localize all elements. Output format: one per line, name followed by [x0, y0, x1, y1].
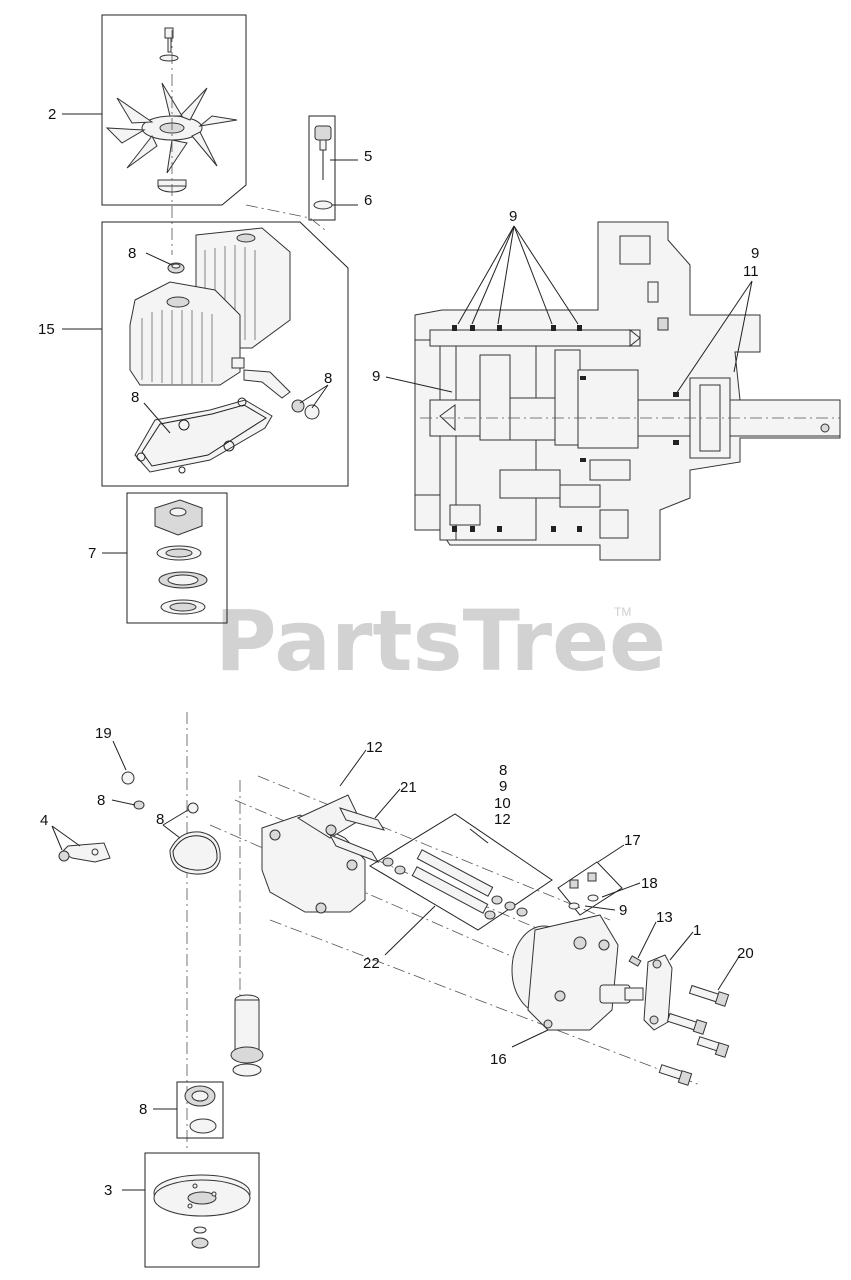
callout-9e[interactable]: 9 — [619, 902, 627, 919]
callout-9-right[interactable]: 9 — [751, 245, 759, 262]
filter-cartridge[interactable] — [230, 994, 264, 1077]
callout-9-top[interactable]: 9 — [509, 208, 517, 225]
leader-8b — [143, 402, 171, 434]
callout-15[interactable]: 15 — [38, 321, 55, 338]
gasket-8e[interactable] — [169, 831, 221, 875]
control-arm-1[interactable] — [643, 954, 673, 1031]
leader-9-11-right — [675, 280, 753, 395]
leader-1 — [669, 931, 694, 961]
callout-17[interactable]: 17 — [624, 832, 641, 849]
callout-11[interactable]: 11 — [743, 263, 759, 280]
leader-18 — [601, 882, 641, 898]
lever-4[interactable] — [58, 842, 111, 863]
callout-7[interactable]: 7 — [88, 545, 96, 562]
fitting-kit-17[interactable] — [557, 861, 623, 916]
callout-1[interactable]: 1 — [693, 922, 701, 939]
key-13[interactable] — [628, 955, 642, 967]
leader-9-left — [385, 376, 453, 393]
leader-8a — [145, 252, 173, 266]
bolts-20[interactable] — [658, 984, 730, 1086]
pulley-3[interactable] — [144, 1152, 260, 1268]
callout-20[interactable]: 20 — [737, 945, 754, 962]
callout-21[interactable]: 21 — [400, 779, 417, 796]
leader-12a — [339, 749, 367, 787]
oring-19[interactable] — [121, 771, 135, 785]
callout-6[interactable]: 6 — [364, 192, 372, 209]
dipstick-assembly[interactable] — [308, 115, 336, 221]
leader-20 — [717, 954, 741, 991]
callout-16[interactable]: 16 — [490, 1051, 507, 1068]
pump-body-16[interactable] — [511, 914, 644, 1031]
callout-12b[interactable]: 12 — [494, 811, 511, 828]
callout-5[interactable]: 5 — [364, 148, 372, 165]
callout-8e[interactable]: 8 — [156, 811, 164, 828]
callout-9d[interactable]: 9 — [499, 778, 507, 795]
leader-9-top — [457, 225, 579, 325]
leader-8e — [162, 809, 189, 839]
callout-19[interactable]: 19 — [95, 725, 112, 742]
bearing-kit-8g[interactable] — [176, 1081, 224, 1139]
callout-4[interactable]: 4 — [40, 812, 48, 829]
leader-16 — [511, 1029, 549, 1048]
center-section-housing[interactable] — [261, 794, 386, 914]
leader-4 — [51, 825, 81, 851]
leader-21 — [374, 788, 401, 819]
callout-8d[interactable]: 8 — [97, 792, 105, 809]
leader-19 — [112, 740, 127, 771]
callout-3[interactable]: 3 — [104, 1182, 112, 1199]
watermark-text: PartsTree — [215, 592, 666, 690]
callout-22[interactable]: 22 — [363, 955, 380, 972]
piston-kit-22[interactable] — [369, 813, 553, 931]
leader-22 — [384, 905, 436, 956]
leader-8c — [299, 384, 329, 409]
leader-9e — [584, 905, 616, 911]
bearing-assembly[interactable] — [126, 492, 228, 624]
leader-17 — [597, 844, 625, 863]
housing-assembly[interactable] — [101, 221, 349, 487]
washer-8d[interactable] — [133, 800, 145, 810]
callout-8c[interactable]: 8 — [324, 370, 332, 387]
fan-assembly[interactable] — [101, 14, 247, 255]
callout-8g[interactable]: 8 — [139, 1101, 147, 1118]
watermark-trademark: TM — [614, 605, 631, 619]
callout-9-left[interactable]: 9 — [372, 368, 380, 385]
callout-2[interactable]: 2 — [48, 106, 56, 123]
callout-10[interactable]: 10 — [494, 795, 511, 812]
leader-13 — [637, 921, 657, 959]
callout-8a[interactable]: 8 — [128, 245, 136, 262]
callout-8b[interactable]: 8 — [131, 389, 139, 406]
callout-18[interactable]: 18 — [641, 875, 658, 892]
callout-13[interactable]: 13 — [656, 909, 673, 926]
callout-12a[interactable]: 12 — [366, 739, 383, 756]
leader-8d — [111, 799, 136, 806]
transmission-cross-section — [414, 221, 841, 561]
oring-8e[interactable] — [187, 802, 199, 814]
callout-8f[interactable]: 8 — [499, 762, 507, 779]
